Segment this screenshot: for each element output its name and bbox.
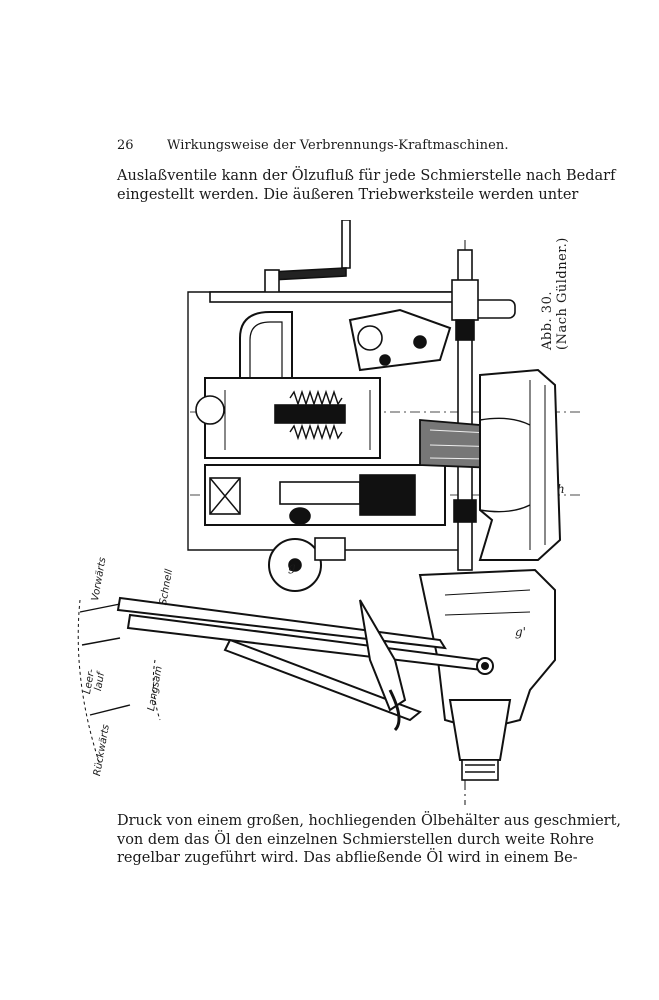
text-line: Auslaßventile kann der Ölzufluß für jede… xyxy=(117,168,616,184)
rocker-housing xyxy=(348,308,452,372)
label-g-prime: g' xyxy=(515,625,526,639)
text-line: regelbar zugeführt wird. Das abfließende… xyxy=(117,850,578,866)
page-header: 26 Wirkungsweise der Verbrennungs-Kraftm… xyxy=(117,138,537,158)
page-number: 26 xyxy=(117,138,134,153)
bottom-paragraph: Druck von einem großen, hochliegenden Öl… xyxy=(117,812,622,868)
running-head: Wirkungsweise der Verbrennungs-Kraftmasc… xyxy=(167,138,509,153)
label-g: g xyxy=(288,560,296,574)
lever-arc xyxy=(77,599,101,766)
label-h: h xyxy=(557,482,565,496)
text-line: eingestellt werden. Die äußeren Triebwer… xyxy=(117,186,579,203)
engine-drawing-svg xyxy=(77,220,580,805)
oil-pipe xyxy=(239,311,293,380)
lower-housing xyxy=(418,568,556,732)
gear-housing xyxy=(478,368,562,561)
engine-drawing: Vorwärts Schnell Leer- lauf Langsam Rück… xyxy=(60,220,590,805)
valve-springs xyxy=(289,389,343,441)
crank-handle xyxy=(341,220,351,269)
control-levers xyxy=(116,596,494,732)
top-paragraph: Auslaßventile kann der Ölzufluß für jede… xyxy=(117,167,616,204)
text-line: von dem das Öl den einzelnen Schmierstel… xyxy=(117,831,595,848)
top-shaft xyxy=(209,291,461,303)
text-line: Druck von einem großen, hochliegenden Öl… xyxy=(117,813,622,829)
